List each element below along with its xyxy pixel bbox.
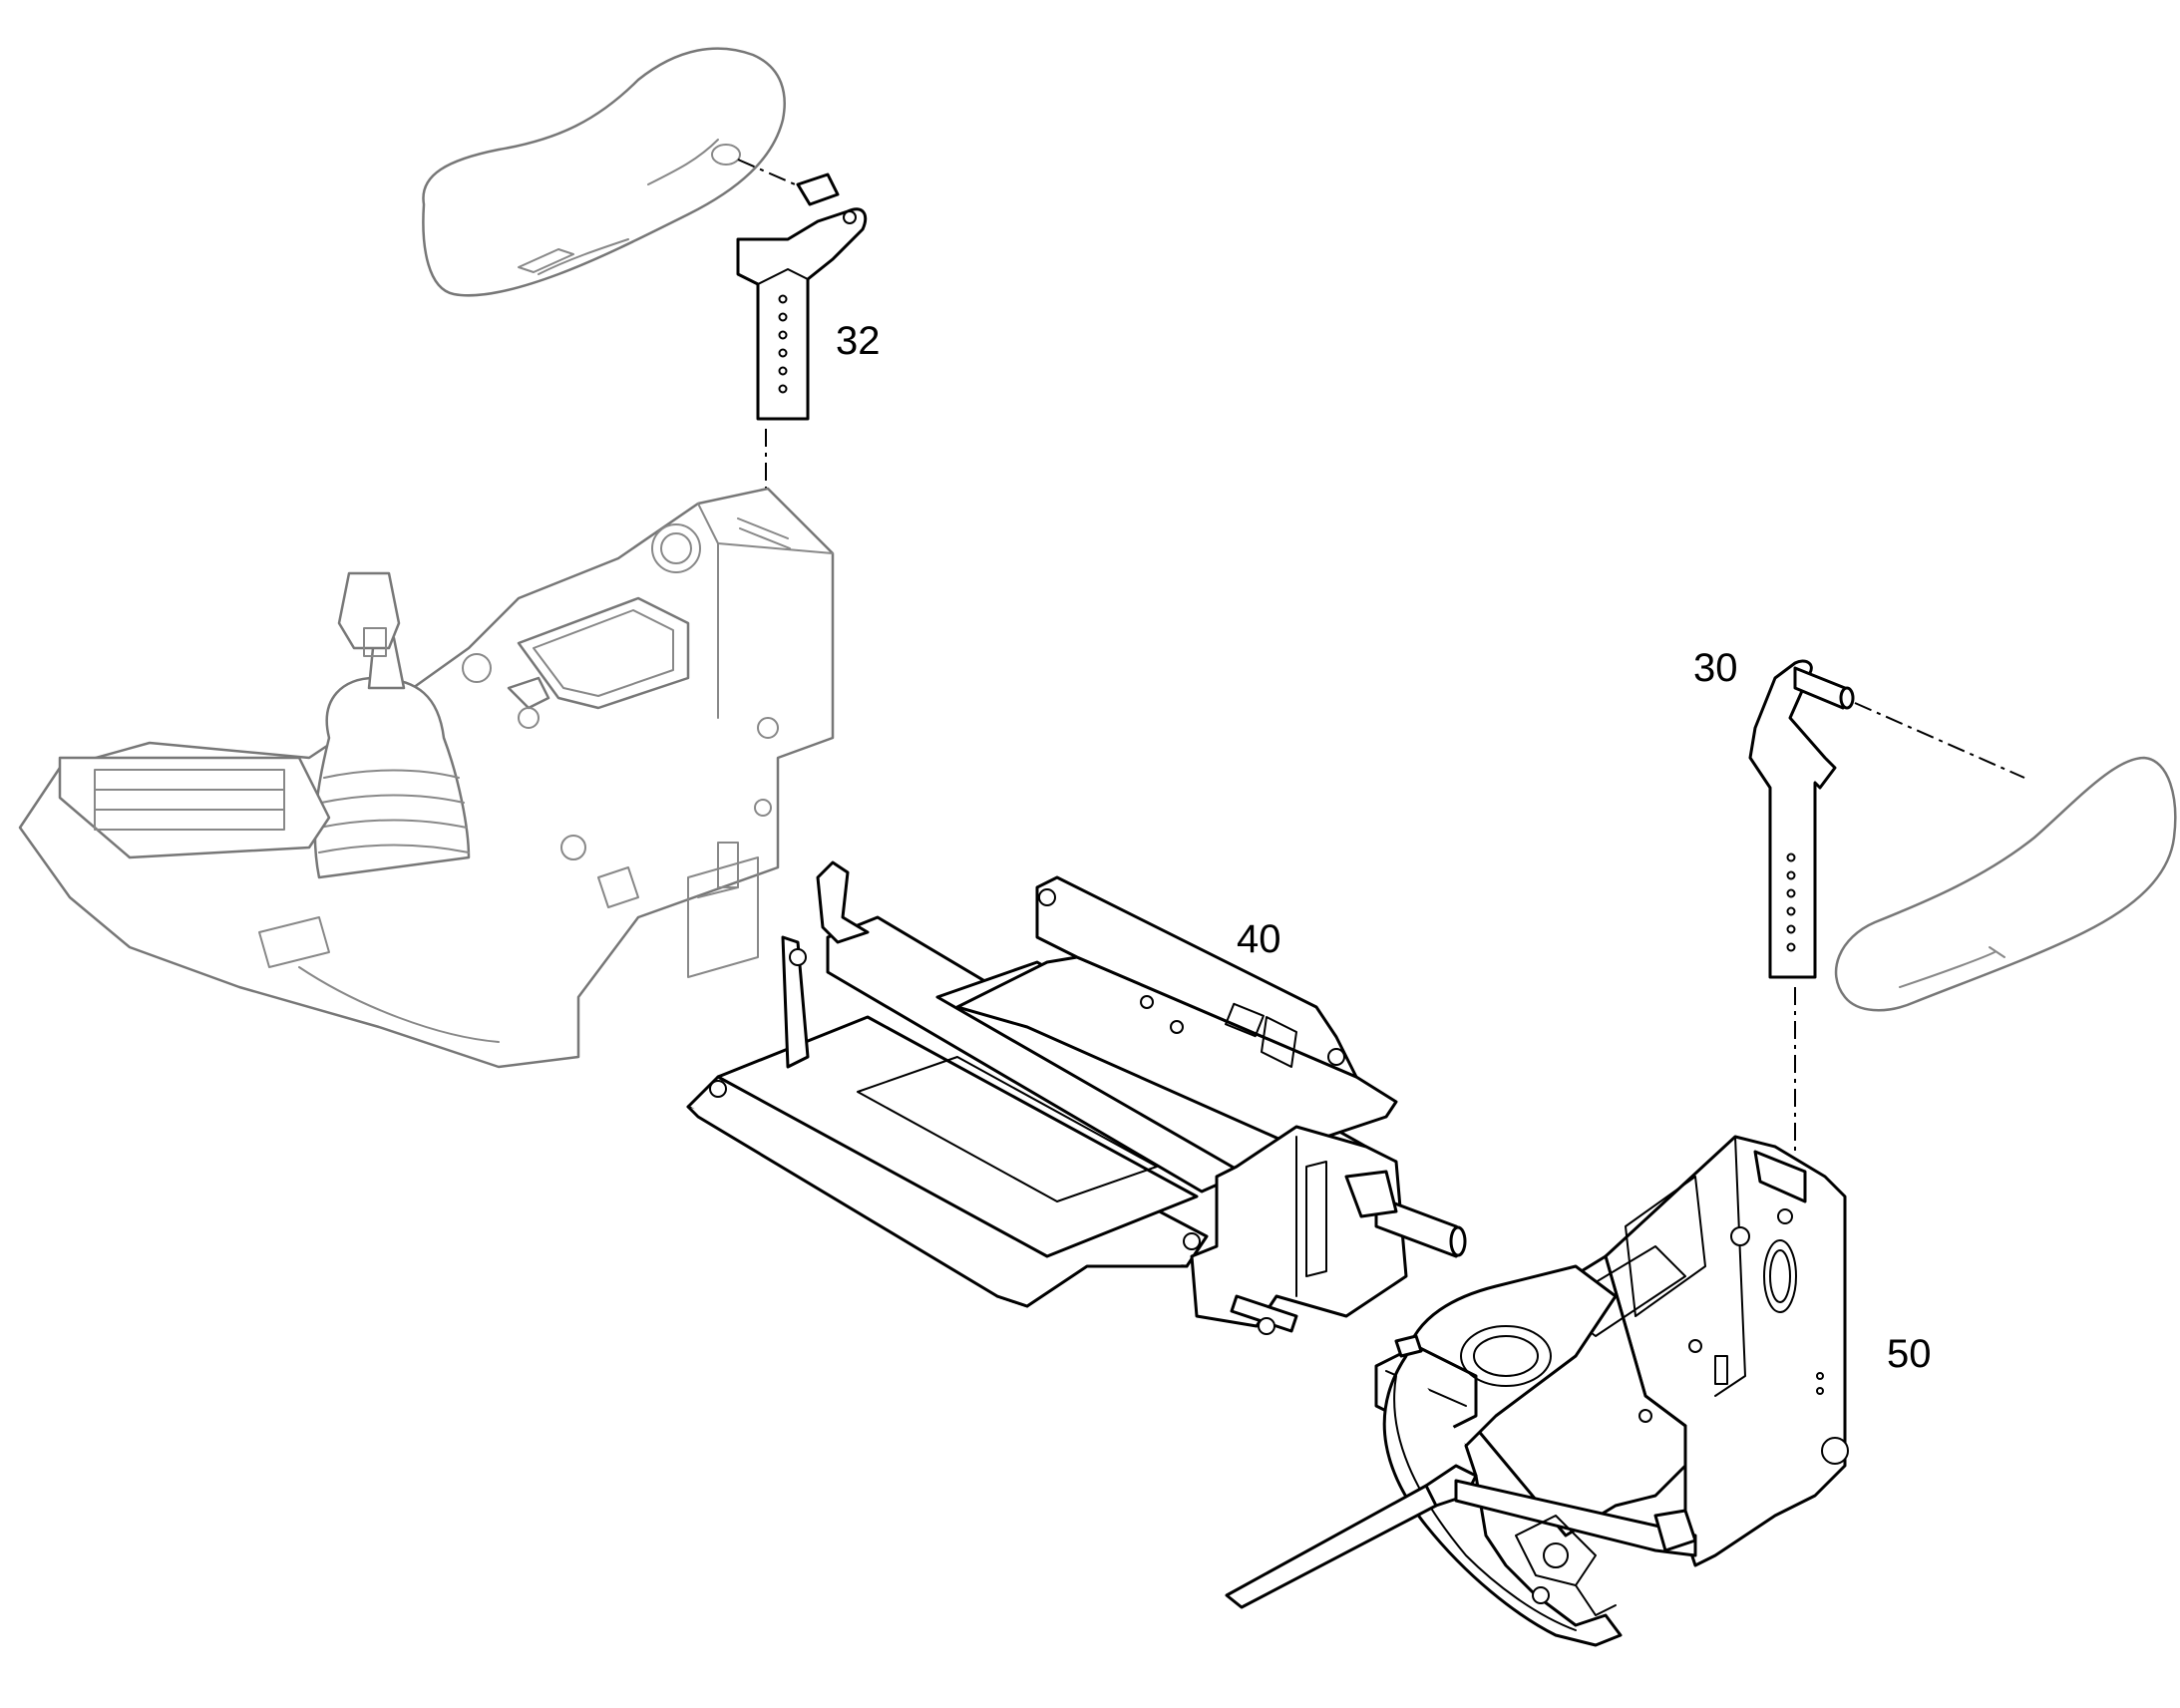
left-bracket-holes	[778, 294, 788, 394]
seat-base-frame	[1225, 1135, 1849, 1647]
left-armrest-pad	[422, 47, 786, 297]
callout-armrest-bracket-right: 30	[1693, 646, 1738, 690]
callout-seat-base-frame: 50	[1887, 1332, 1932, 1376]
mounting-frame	[686, 860, 1467, 1335]
left-control-console	[18, 487, 835, 1069]
right-armrest-axis-line	[1854, 702, 2025, 779]
right-armrest-pad	[1834, 756, 2177, 1012]
callout-armrest-bracket-left: 32	[836, 319, 881, 363]
left-armrest-bracket	[736, 172, 868, 421]
right-bracket-holes	[1786, 853, 1796, 952]
right-armrest-bracket	[1748, 659, 1855, 979]
callout-mounting-frame: 40	[1237, 917, 1281, 961]
console-keypad	[94, 769, 285, 831]
